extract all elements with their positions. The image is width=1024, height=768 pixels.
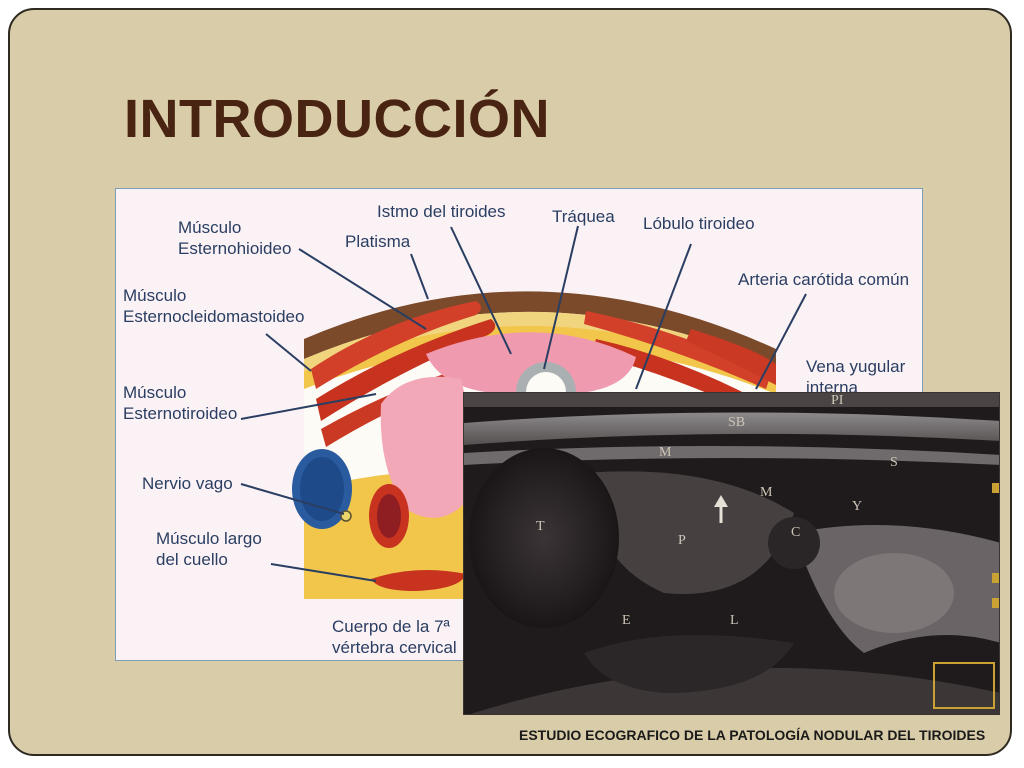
- us-label-c: C: [791, 525, 801, 540]
- us-label-m1: M: [659, 445, 672, 460]
- label-musculo-esternohioideo: Músculo Esternohioideo: [178, 218, 292, 258]
- slide-title: INTRODUCCIÓN: [124, 89, 550, 149]
- us-label-y: Y: [852, 499, 863, 514]
- slide-footer: ESTUDIO ECOGRAFICO DE LA PATOLOGÍA NODUL…: [519, 727, 986, 743]
- label-platisma: Platisma: [345, 232, 411, 251]
- label-arteria-carotida: Arteria carótida común: [738, 270, 910, 289]
- us-label-s: S: [890, 455, 898, 470]
- us-label-pl: PI: [831, 393, 844, 408]
- us-label-t: T: [536, 519, 545, 534]
- label-cuerpo-vertebra: Cuerpo de la 7ª vértebra cervical: [332, 617, 457, 657]
- label-musculo-ecm: Músculo Esternocleidomastoideo: [123, 286, 305, 326]
- ultrasound-drawing: [464, 393, 999, 714]
- label-lobulo-tiroideo: Lóbulo tiroideo: [643, 214, 755, 233]
- label-musculo-esternotiroideo: Músculo Esternotiroideo: [123, 383, 238, 423]
- us-label-p: P: [678, 533, 686, 548]
- label-nervio-vago: Nervio vago: [142, 474, 233, 493]
- us-label-m2: M: [760, 485, 773, 500]
- label-musculo-largo-cuello: Músculo largo del cuello: [156, 529, 262, 569]
- ultrasound-image: SB M S M Y T P C E L PI: [463, 392, 1000, 715]
- us-label-sb: SB: [728, 415, 746, 430]
- label-traquea: Tráquea: [552, 207, 615, 226]
- us-label-e: E: [622, 613, 631, 628]
- us-label-l: L: [730, 613, 739, 628]
- label-istmo-tiroides: Istmo del tiroides: [377, 202, 506, 221]
